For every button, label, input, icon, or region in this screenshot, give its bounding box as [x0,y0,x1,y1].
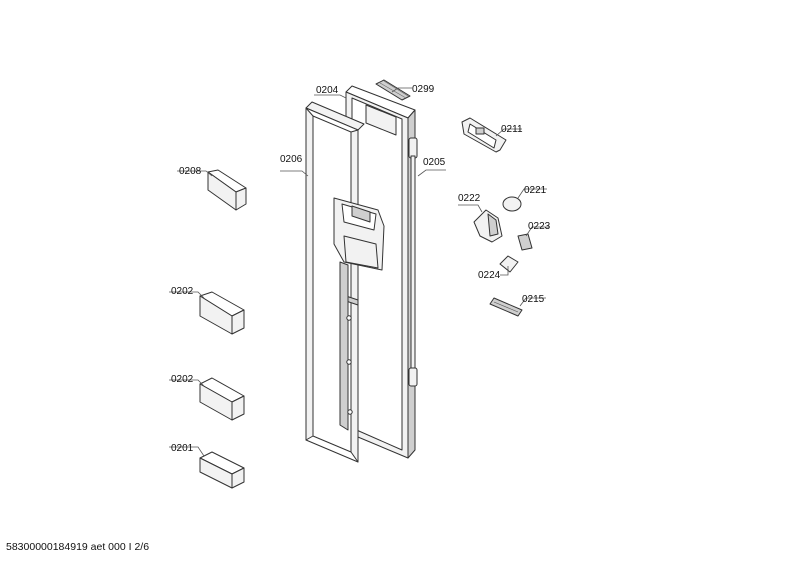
label-0204: 0204 [316,85,339,96]
drip-grille-0215 [489,297,523,317]
switch-part-0223 [517,233,533,251]
label-0223: 0223 [528,221,551,232]
diagram-footer-code: 58300000184919 aet 000 I 2/6 [6,541,150,553]
label-0224: 0224 [478,270,501,281]
door-bin-0201 [199,451,245,489]
door-bin-0208 [207,169,247,211]
door-gasket-frame [305,101,365,463]
door-handle [408,137,418,387]
label-0206: 0206 [280,154,303,165]
label-0222: 0222 [458,193,481,204]
actuator-0224 [499,255,519,273]
door-bin-0202-b [199,377,245,421]
label-0221: 0221 [524,185,547,196]
filter-grille [375,79,411,101]
label-0211: 0211 [501,124,523,135]
dispenser-recess [333,197,385,431]
label-0205: 0205 [423,157,446,168]
label-0202-a: 0202 [171,286,194,297]
label-0201: 0201 [171,443,194,454]
dispenser-flap-0221 [502,196,522,212]
label-0299: 0299 [412,84,435,95]
label-0215: 0215 [522,294,545,305]
dispenser-lever-0222 [473,209,503,243]
label-0202-b: 0202 [171,374,194,385]
door-bin-0202-a [199,291,245,335]
label-0208: 0208 [179,166,202,177]
leader-lines [169,87,549,457]
control-panel [461,117,507,153]
